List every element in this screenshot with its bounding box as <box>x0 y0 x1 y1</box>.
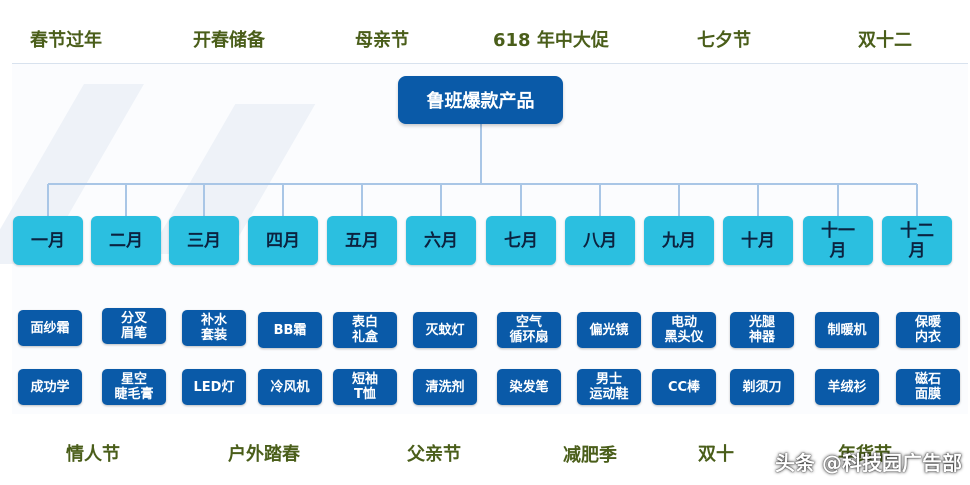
month-node: 二月 <box>91 216 161 265</box>
month-node: 八月 <box>565 216 635 265</box>
product-box: LED灯 <box>182 369 246 405</box>
bottom-festival: 户外踏春 <box>228 444 300 465</box>
month-node: 十二 月 <box>882 216 952 265</box>
month-node: 十一 月 <box>803 216 873 265</box>
month-node: 十月 <box>723 216 793 265</box>
month-node: 一月 <box>13 216 83 265</box>
product-box: 羊绒衫 <box>815 369 879 405</box>
top-divider <box>12 63 968 64</box>
product-box: 补水 套装 <box>182 310 246 346</box>
product-box: 空气 循环扇 <box>497 312 561 348</box>
product-box: 男士 运动鞋 <box>577 369 641 405</box>
product-box: 表白 礼盒 <box>333 312 397 348</box>
top-festival: 七夕节 <box>697 30 751 51</box>
month-node: 四月 <box>248 216 318 265</box>
bottom-festival: 情人节 <box>66 444 120 465</box>
product-box: 光腿 神器 <box>730 312 794 348</box>
product-box: BB霜 <box>258 312 322 348</box>
month-node: 五月 <box>327 216 397 265</box>
product-box: 分叉 眉笔 <box>102 308 166 344</box>
product-box: 星空 睫毛膏 <box>102 369 166 405</box>
product-box: 面纱霜 <box>18 310 82 346</box>
product-box: 清洗剂 <box>413 369 477 405</box>
product-box: 灭蚊灯 <box>413 312 477 348</box>
top-festival: 春节过年 <box>30 30 102 51</box>
product-box: 剃须刀 <box>730 369 794 405</box>
product-box: 成功学 <box>18 369 82 405</box>
product-box: 短袖 T恤 <box>333 369 397 405</box>
root-node: 鲁班爆款产品 <box>398 76 563 124</box>
bottom-festival: 双十 <box>698 444 734 465</box>
product-box: 磁石 面膜 <box>896 369 960 405</box>
top-festival: 开春储备 <box>193 30 265 51</box>
month-node: 九月 <box>644 216 714 265</box>
product-box: 染发笔 <box>497 369 561 405</box>
footer-watermark: 头条 @科技园广告部 <box>775 450 962 475</box>
product-box: 偏光镜 <box>577 312 641 348</box>
top-festival: 母亲节 <box>355 30 409 51</box>
top-festival: 双十二 <box>858 30 912 51</box>
product-box: 制暖机 <box>815 312 879 348</box>
product-box: CC棒 <box>652 369 716 405</box>
month-node: 七月 <box>486 216 556 265</box>
month-node: 三月 <box>169 216 239 265</box>
bottom-festival: 减肥季 <box>563 445 617 466</box>
product-box: 电动 黑头仪 <box>652 312 716 348</box>
top-festival: 618 年中大促 <box>493 30 609 51</box>
bottom-festival: 年货节 <box>838 444 892 465</box>
month-node: 六月 <box>406 216 476 265</box>
product-box: 保暖 内衣 <box>896 312 960 348</box>
product-box: 冷风机 <box>258 369 322 405</box>
bottom-festival: 父亲节 <box>407 444 461 465</box>
